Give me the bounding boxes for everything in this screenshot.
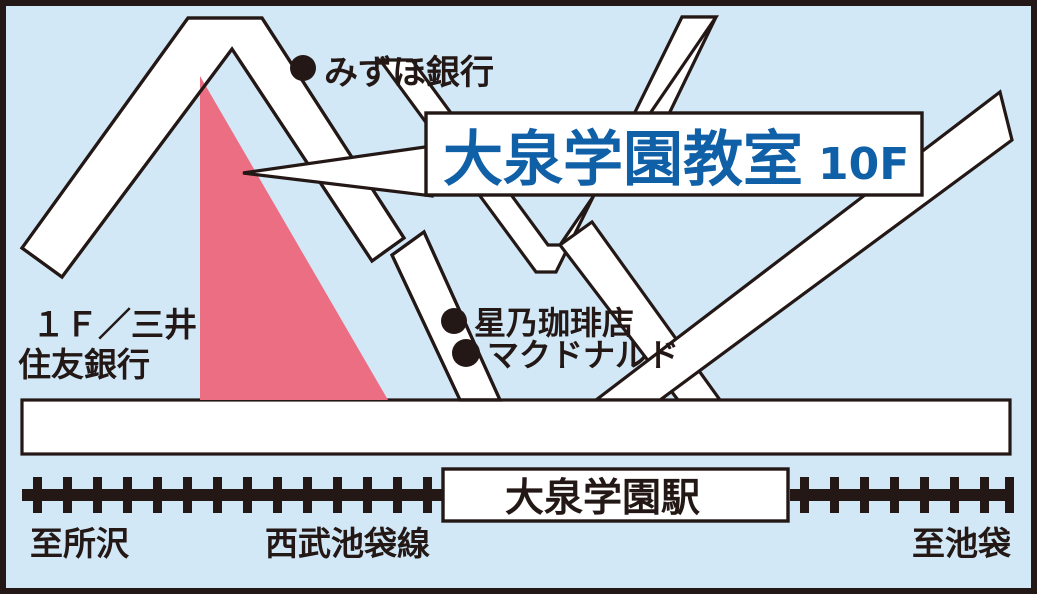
- bullet-dot-icon: [452, 339, 480, 367]
- rail-bar-right: [790, 489, 1012, 501]
- label-mitsui-sumitomo-bank: １Ｆ／三井 住友銀行: [18, 305, 197, 384]
- callout-box[interactable]: [424, 111, 924, 197]
- station-group[interactable]: 大泉学園駅: [441, 467, 790, 523]
- poi-mizuho-bank[interactable]: みずほ銀行: [290, 53, 494, 93]
- station-name-label: 大泉学園駅: [505, 476, 700, 521]
- poi-label-hoshino-coffee: 星乃珈琲店: [474, 304, 634, 342]
- callout-floor-label: 10F: [818, 139, 909, 190]
- road-outline-overlay: [19, 16, 503, 402]
- highlighted-building-block: [200, 76, 388, 400]
- direction-label-to-tokorozawa: 至所沢: [30, 524, 130, 563]
- road-main-horizontal: [20, 398, 1012, 456]
- building-oizumi-gakuen-classroom: [200, 76, 388, 400]
- railway-line: [22, 477, 1014, 513]
- poi-hoshino-coffee[interactable]: 星乃珈琲店: [441, 304, 634, 342]
- callout-main-label: 大泉学園教室: [443, 125, 803, 195]
- poi-label-mizuho-bank: みずほ銀行: [324, 53, 494, 93]
- poi-mcdonalds[interactable]: マクドナルド: [452, 336, 679, 374]
- callout-group[interactable]: 大泉学園教室 10F: [242, 111, 924, 198]
- railway-line-name-label: 西武池袋線: [265, 524, 430, 563]
- mitsui-sumitomo-line-1: １Ｆ／三井: [32, 305, 197, 344]
- rail-ties-left: [33, 477, 432, 513]
- center-descending-outline: [389, 229, 503, 402]
- rail-bar-left: [22, 489, 442, 501]
- bullet-dot-icon: [290, 55, 316, 81]
- bullet-dot-icon: [441, 308, 467, 334]
- mitsui-sumitomo-line-2: 住友銀行: [18, 345, 150, 384]
- ridge-outline: [19, 16, 407, 280]
- direction-label-to-ikebukuro: 至池袋: [912, 524, 1011, 563]
- rail-ties-right: [800, 477, 1014, 513]
- station-box[interactable]: [441, 467, 790, 523]
- poi-label-mcdonalds: マクドナルド: [487, 336, 679, 374]
